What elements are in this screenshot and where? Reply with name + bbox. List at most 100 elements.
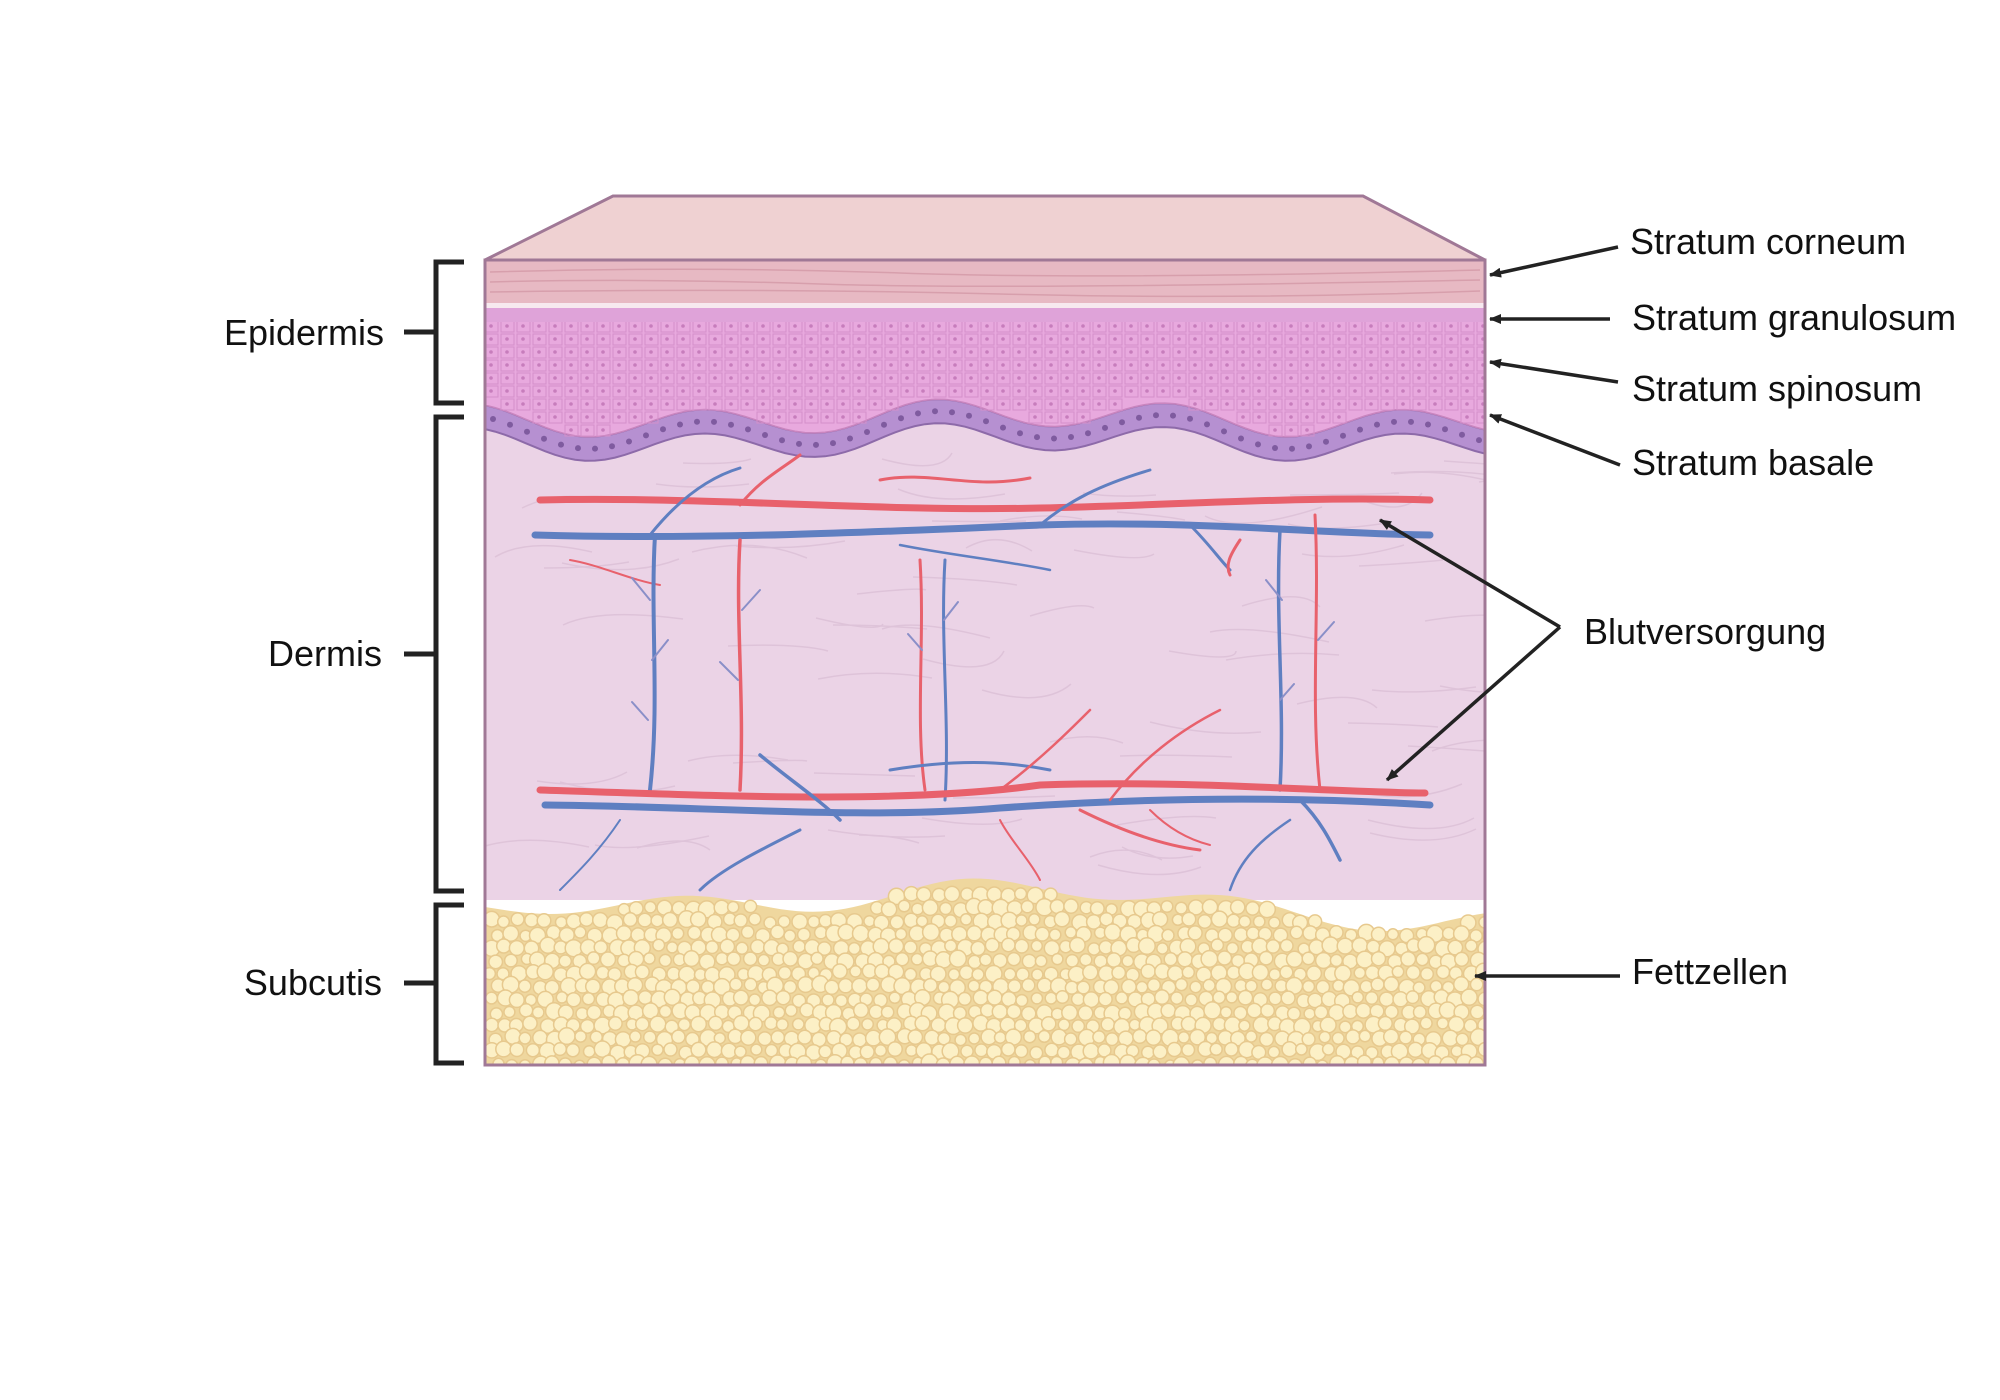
fat-cell — [1329, 953, 1344, 968]
fat-cell — [948, 949, 968, 968]
spinosum-cell-nucleus — [1097, 363, 1101, 367]
spinosum-cell — [980, 359, 995, 372]
fat-cell — [1020, 899, 1035, 914]
fat-cell — [1092, 1030, 1106, 1044]
basale-cell-nucleus — [1357, 426, 1363, 433]
spinosum-cell-nucleus — [745, 402, 749, 406]
fat-cell — [565, 1042, 581, 1058]
spinosum-cell — [532, 372, 547, 385]
fat-cell — [1377, 1015, 1393, 1032]
fat-cell — [1000, 937, 1016, 953]
stratum-corneum-lines — [489, 268, 1481, 298]
spinosum-cell — [852, 346, 867, 359]
spinosum-cell — [676, 346, 691, 359]
fat-cell — [524, 912, 539, 928]
spinosum-cell — [628, 333, 643, 346]
fat-cell — [1064, 1056, 1082, 1065]
fat-cell — [1370, 950, 1387, 967]
fat-cell — [1238, 1019, 1251, 1032]
fat-cell — [586, 1004, 602, 1021]
fat-cell — [565, 991, 582, 1008]
spinosum-cell — [1380, 346, 1395, 359]
spinosum-cell-nucleus — [521, 363, 525, 367]
spinosum-cell — [1060, 359, 1075, 372]
fat-cell — [743, 899, 758, 914]
fat-cell — [882, 954, 896, 969]
spinosum-cell — [1380, 359, 1395, 372]
spinosum-cell — [740, 385, 755, 398]
fat-cell — [991, 1055, 1007, 1065]
fat-cell — [1097, 991, 1113, 1007]
fat-cell — [1111, 965, 1127, 981]
dermis-fiber — [832, 624, 928, 630]
spinosum-cell-nucleus — [1289, 415, 1293, 419]
fat-cell — [967, 1032, 981, 1045]
spinosum-cell-nucleus — [777, 402, 781, 406]
fat-cell — [1065, 953, 1080, 968]
spinosum-cell — [1284, 385, 1299, 398]
spinosum-cell-nucleus — [1193, 376, 1197, 380]
spinosum-cell — [708, 385, 723, 398]
fat-cell — [485, 991, 499, 1005]
arrow-blood-supply-lower — [1385, 625, 1562, 782]
basale-cell-nucleus — [1442, 426, 1448, 433]
fat-cell — [1087, 942, 1101, 956]
fat-cell — [1160, 1002, 1177, 1019]
fat-cell — [921, 922, 941, 942]
fat-cell — [1225, 990, 1239, 1004]
spinosum-cell — [996, 385, 1011, 398]
spinosum-cell — [804, 333, 819, 346]
spinosum-cell-nucleus — [1369, 389, 1373, 393]
fat-cell — [586, 951, 601, 966]
fat-cell — [1022, 1029, 1037, 1044]
spinosum-cell — [1108, 385, 1123, 398]
spinosum-cell — [1316, 385, 1331, 398]
fat-cell — [726, 951, 742, 967]
spinosum-cell — [900, 372, 915, 385]
spinosum-cell — [868, 385, 883, 398]
spinosum-cell — [1124, 372, 1139, 385]
spinosum-cell — [1140, 385, 1155, 398]
spinosum-cell — [1284, 398, 1299, 411]
spinosum-cell — [1156, 333, 1171, 346]
spinosum-cell — [1332, 359, 1347, 372]
spinosum-cell-nucleus — [713, 402, 717, 406]
fat-cell — [1301, 951, 1316, 966]
spinosum-cell-nucleus — [649, 402, 653, 406]
spinosum-cell-nucleus — [1353, 363, 1357, 367]
fat-cell — [739, 1054, 756, 1065]
spinosum-cell — [804, 385, 819, 398]
fat-cell — [522, 1015, 538, 1032]
spinosum-cell-nucleus — [585, 363, 589, 367]
spinosum-cell-nucleus — [617, 337, 621, 341]
spinosum-cell — [692, 333, 707, 346]
spinosum-cell-nucleus — [1321, 350, 1325, 354]
fat-cell — [518, 1031, 532, 1045]
fat-cell — [539, 936, 557, 955]
spinosum-cell — [1188, 372, 1203, 385]
spinosum-cell-nucleus — [1321, 415, 1325, 419]
fat-cell — [508, 991, 525, 1009]
spinosum-cell — [1316, 411, 1331, 424]
spinosum-cell-nucleus — [1337, 324, 1341, 328]
fat-cell — [525, 1042, 541, 1058]
spinosum-cell-nucleus — [1449, 324, 1453, 328]
spinosum-cell-nucleus — [1321, 337, 1325, 341]
spinosum-cell — [596, 359, 611, 372]
layer-brackets — [404, 259, 464, 1066]
spinosum-cell-nucleus — [1433, 389, 1437, 393]
spinosum-cell — [1092, 398, 1107, 411]
spinosum-cell-nucleus — [665, 376, 669, 380]
spinosum-cell-nucleus — [1065, 324, 1069, 328]
basale-cell-nucleus — [745, 426, 751, 433]
spinosum-cell-nucleus — [1417, 402, 1421, 406]
fat-cell — [707, 1015, 724, 1032]
spinosum-cell — [1060, 372, 1075, 385]
spinosum-cell-nucleus — [1049, 415, 1053, 419]
fat-cell — [518, 1003, 534, 1018]
spinosum-cell-nucleus — [633, 363, 637, 367]
spinosum-cell-nucleus — [873, 376, 877, 380]
basale-cell-nucleus — [1391, 418, 1397, 425]
spinosum-cell-nucleus — [1257, 350, 1261, 354]
fat-cell — [1027, 913, 1041, 926]
